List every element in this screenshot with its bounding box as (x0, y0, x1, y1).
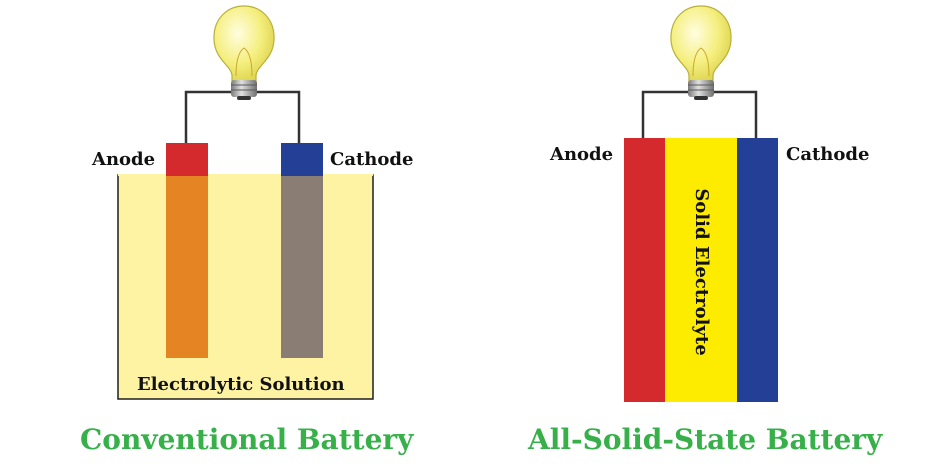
electrolytic-solution-label: Electrolytic Solution (137, 374, 345, 395)
solid-state-bulb-icon (670, 5, 732, 100)
solid-state-cathode-label: Cathode (786, 144, 870, 165)
conventional-anode-label: Anode (92, 149, 156, 170)
solid-state-anode-layer (624, 138, 665, 402)
conventional-cathode-cap (281, 143, 323, 176)
conventional-battery (117, 5, 374, 400)
solid-electrolyte-layer (665, 138, 737, 402)
electrolytic-solution-container (117, 174, 374, 400)
solid-electrolyte-label: Solid Electrolyte (691, 188, 712, 356)
solid-state-cathode-layer (737, 138, 778, 402)
solid-state-battery (624, 5, 778, 402)
conventional-battery-caption: Conventional Battery (80, 423, 414, 456)
conventional-bulb-icon (213, 5, 275, 100)
solid-state-battery-caption: All-Solid-State Battery (528, 423, 883, 456)
conventional-anode-rod (166, 176, 208, 358)
conventional-cathode-rod (281, 176, 323, 358)
solid-state-anode-label: Anode (550, 144, 614, 165)
conventional-anode-cap (166, 143, 208, 176)
conventional-cathode-label: Cathode (330, 149, 414, 170)
